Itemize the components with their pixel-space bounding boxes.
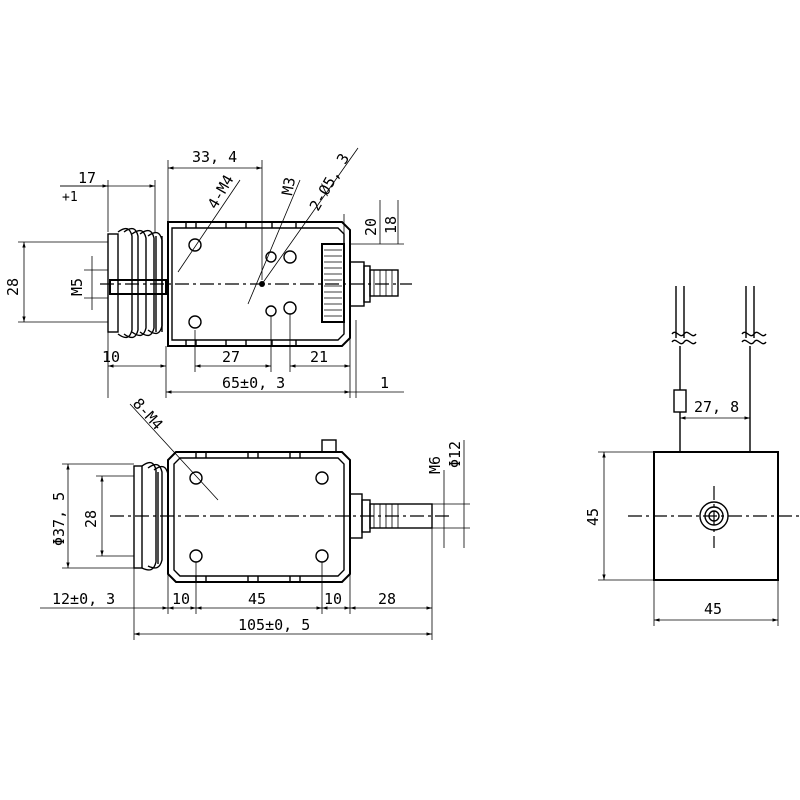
- end-dim-45h: 45: [704, 600, 722, 618]
- end-dim-27-8: 27, 8: [694, 398, 739, 416]
- top-hole-m4-2: [188, 315, 202, 329]
- top-dimensions: [18, 147, 404, 398]
- side-flange: [133, 461, 169, 571]
- side-dim-phi37: Φ37, 5: [50, 492, 68, 546]
- top-dim-21: 21: [310, 348, 328, 366]
- side-dim-28: 28: [82, 510, 100, 528]
- top-view: 17 +1 33, 4 4-M4 M3 2-Ø5, 3 20 18 28 M5 …: [4, 147, 412, 398]
- side-dimensions: [40, 403, 470, 640]
- top-hole-phi-1: [283, 250, 297, 264]
- side-dim-28b: 28: [378, 590, 396, 608]
- top-dim-10: 10: [102, 348, 120, 366]
- top-spring: [107, 227, 167, 339]
- top-hole-2: [265, 305, 277, 317]
- top-connector: [321, 243, 399, 323]
- side-dim-45: 45: [248, 590, 266, 608]
- side-body-inner: [173, 457, 345, 577]
- side-hole-2: [189, 549, 203, 563]
- end-dim-45v: 45: [584, 508, 602, 526]
- side-tab: [321, 439, 337, 453]
- top-dim-17: 17: [78, 169, 96, 187]
- top-hole-phi-2: [283, 301, 297, 315]
- side-label-8-m4: 8-M4: [129, 395, 167, 434]
- top-label-m3: M3: [278, 176, 299, 197]
- side-label-m6: M6: [426, 456, 444, 474]
- side-hole-4: [315, 549, 329, 563]
- side-dim-10b: 10: [324, 590, 342, 608]
- top-dim-1: 1: [380, 374, 389, 392]
- top-dim-27: 27: [222, 348, 240, 366]
- side-dim-105: 105±0, 5: [238, 616, 310, 634]
- end-view: 27, 8 45 45: [584, 286, 800, 626]
- top-label-2-phi: 2-Ø5, 3: [306, 150, 353, 214]
- top-dim-20: 20: [362, 218, 380, 236]
- side-view: 8-M4 M6 Φ12 Φ37, 5 28 12±0, 3 10 45 10 2…: [40, 395, 470, 640]
- end-dimensions: [598, 416, 779, 626]
- top-dim-17-tol: +1: [62, 190, 78, 205]
- side-dim-12: 12±0, 3: [52, 590, 115, 608]
- top-label-m5: M5: [68, 278, 86, 296]
- side-dim-phi12: Φ12: [446, 441, 464, 468]
- top-notches: [185, 222, 297, 346]
- top-body-inner: [171, 227, 345, 341]
- end-wires: [671, 286, 767, 452]
- top-dim-28: 28: [4, 278, 22, 296]
- side-hole-1: [189, 471, 203, 485]
- top-dim-65: 65±0, 3: [222, 374, 285, 392]
- side-hole-3: [315, 471, 329, 485]
- side-notches: [195, 452, 301, 582]
- top-dim-18: 18: [382, 216, 400, 234]
- top-dim-33-4: 33, 4: [192, 148, 237, 166]
- side-dim-10a: 10: [172, 590, 190, 608]
